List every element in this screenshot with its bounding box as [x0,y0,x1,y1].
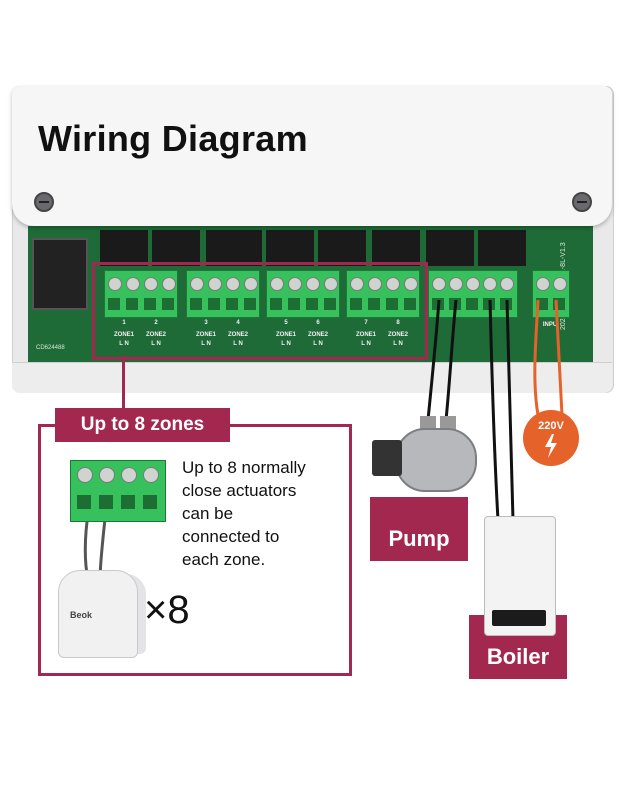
zones-tag: Up to 8 zones [55,408,230,442]
terminal-screw [324,277,338,291]
pump-label: Pump [370,497,468,561]
pole-label: L N [281,341,291,347]
relay [478,230,526,266]
description-line: Up to 8 normally [182,458,306,477]
pole-label: L N [119,341,129,347]
relay [372,230,420,266]
pole-label: L N [151,341,161,347]
zone-number-1: 1 [122,320,126,326]
terminal-screw [350,277,364,291]
relay [206,230,262,266]
zone-label: ZONE1 [195,332,216,338]
terminal-block-zone7-8 [346,270,420,318]
zone-number-3: 3 [204,320,208,326]
zone-label: ZONE1 [113,332,134,338]
terminal-screw [288,277,302,291]
zone-label: ZONE2 [145,332,166,338]
terminal-screw [244,277,258,291]
zone-terminals-highlight [92,262,428,360]
terminal-block-zone5-6 [266,270,340,318]
zone-number-4: 4 [236,320,240,326]
pole-label: L N [361,341,371,347]
zone-label: ZONE1 [275,332,296,338]
pump-image [395,428,477,492]
zone-number-8: 8 [396,320,400,326]
screw-icon [572,192,592,212]
zones-description: Up to 8 normally close actuators can be … [182,456,342,571]
actuator-image [58,570,138,658]
pump-pipe [420,416,436,430]
terminal-block-zone3-4 [186,270,260,318]
callout-leader-line [122,356,125,426]
lightning-icon [545,434,557,458]
boiler-wire [505,299,515,521]
description-line: can be [182,504,234,523]
zone-number-6: 6 [316,320,320,326]
enclosure-lid [12,86,612,226]
pcb-serial: CD624488 [36,345,65,351]
terminal-screw [404,277,418,291]
description-line: connected to [182,527,280,546]
relay [266,230,314,266]
relay [152,230,200,266]
relay [426,230,474,266]
boiler-display [492,610,546,626]
pump-pipe [440,416,456,430]
terminal-screw [144,277,158,291]
pole-label: L N [201,341,211,347]
input-label: INPU [542,322,558,328]
terminal-screw [208,277,222,291]
enclosure-base [12,362,612,393]
terminal-screw [108,277,122,291]
power-wire [533,299,540,416]
pump-motor [372,440,402,476]
actuator-brand: Beok [70,610,93,620]
actuator-terminal-block [70,460,166,522]
terminal-screw [368,277,382,291]
page-title: Wiring Diagram [38,118,308,159]
zone-number-5: 5 [284,320,288,326]
pump-wire [426,299,441,421]
boiler-wire [488,299,500,521]
zone-label: ZONE1 [355,332,376,338]
terminal-screw [190,277,204,291]
screw-icon [34,192,54,212]
relay [318,230,366,266]
power-wire [554,299,564,416]
terminal-screw [306,277,320,291]
pole-label: L N [313,341,323,347]
relay [100,230,148,266]
pole-label: L N [233,341,243,347]
terminal-screw [386,277,400,291]
pole-label: L N [393,341,403,347]
zone-label: ZONE2 [307,332,328,338]
zone-label: ZONE2 [227,332,248,338]
zone-label: ZONE2 [387,332,408,338]
terminal-block-zone1-2 [104,270,178,318]
description-line: close actuators [182,481,297,500]
zone-number-2: 2 [154,320,158,326]
terminal-block-pump-boiler [428,270,518,318]
zone-number-7: 7 [364,320,368,326]
terminal-screw [226,277,240,291]
terminal-screw [162,277,176,291]
description-line: each zone. [182,550,266,569]
pump-wire [444,299,458,421]
terminal-screw [270,277,284,291]
voltage-badge: 220V [523,410,579,466]
voltage-label: 220V [538,420,564,432]
transformer [32,238,88,310]
terminal-screw [126,277,140,291]
actuator-multiplier: ×8 [144,588,190,632]
